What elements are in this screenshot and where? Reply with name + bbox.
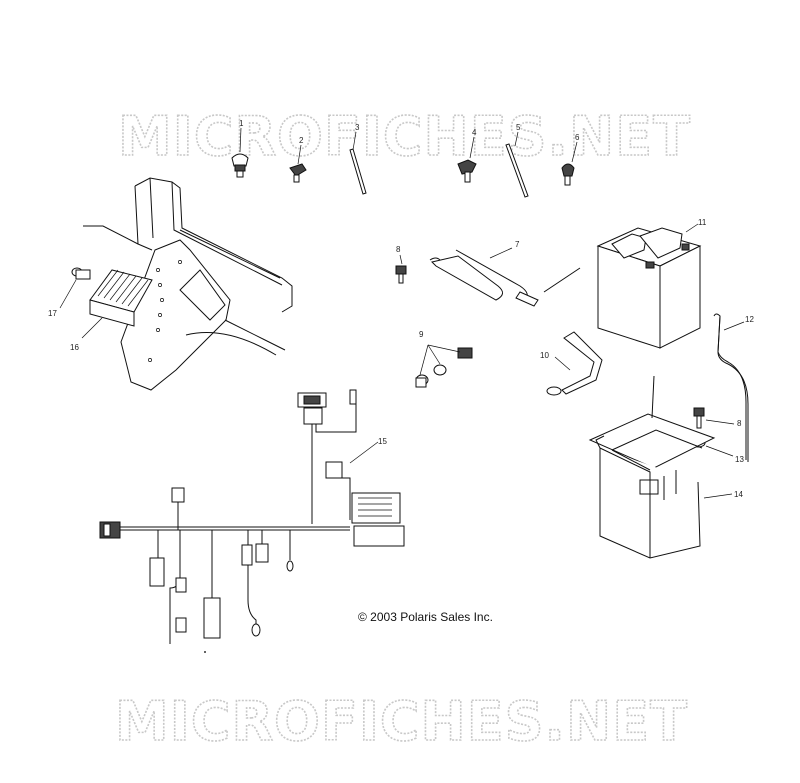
part-16-module: [89, 269, 153, 327]
part-12-vent-tube: [713, 313, 749, 462]
watermark-bottom: MICROFICHES.NET: [115, 690, 688, 753]
callout-9: 9: [419, 330, 424, 339]
frame-section: [83, 177, 293, 391]
callout-2: 2: [299, 136, 304, 145]
part-9-hardware: [415, 347, 473, 388]
part-17-spacer: [71, 267, 91, 280]
part-2-clip: [289, 163, 307, 183]
callout-12: 12: [745, 315, 754, 324]
part-11-battery: [596, 227, 702, 349]
part-6-clip: [561, 163, 575, 186]
part-7-cable: [429, 249, 539, 307]
callout-10: 10: [540, 351, 549, 360]
watermark-top: MICROFICHES.NET: [118, 105, 691, 168]
callout-16: 16: [70, 343, 79, 352]
part-10-cable: [546, 331, 603, 396]
callout-11: 11: [698, 218, 707, 227]
part-3-tie-strap: [349, 148, 367, 195]
callout-3: 3: [355, 123, 360, 132]
copyright-notice: © 2003 Polaris Sales Inc.: [358, 610, 493, 624]
part-4-clip: [457, 159, 477, 183]
callout-8-right: 8: [737, 419, 742, 428]
callout-1: 1: [239, 119, 244, 128]
callout-6: 6: [575, 133, 580, 142]
callout-7: 7: [515, 240, 520, 249]
callout-15: 15: [378, 437, 387, 446]
part-8-bolt-right: [693, 407, 705, 429]
part-1-clip: [231, 153, 249, 178]
part-5-tie-strap: [505, 143, 529, 198]
callout-13: 13: [735, 455, 744, 464]
callout-5: 5: [516, 123, 521, 132]
part-14-battery-box: [588, 413, 716, 559]
callout-4: 4: [472, 128, 477, 137]
part-15-wire-harness: [99, 389, 405, 644]
callout-17: 17: [48, 309, 57, 318]
callout-8-top: 8: [396, 245, 401, 254]
part-8-bolt-top: [395, 265, 407, 284]
callout-14: 14: [734, 490, 743, 499]
